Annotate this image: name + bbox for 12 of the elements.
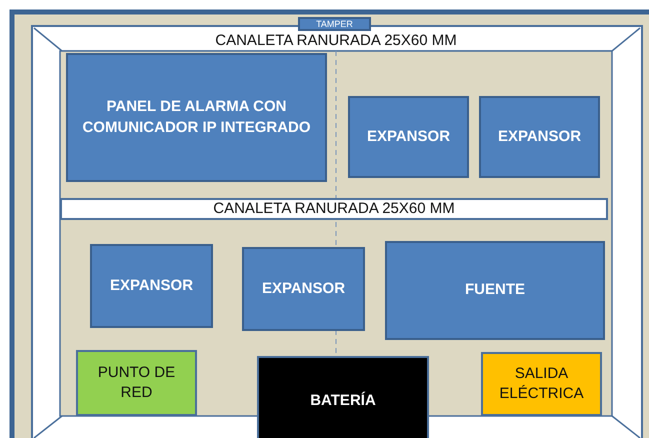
- power-outlet-box: SALIDA ELÉCTRICA: [481, 352, 602, 416]
- network-point-box: PUNTO DE RED: [76, 350, 197, 416]
- expander-box: EXPANSOR: [90, 244, 213, 328]
- cable-duct: CANALETA RANURADA 25X60 MM: [60, 198, 608, 220]
- cable-duct: CANALETA RANURADA 25X60 MM: [62, 31, 610, 51]
- tamper-switch: TAMPER: [298, 17, 371, 31]
- expander-box: EXPANSOR: [348, 96, 469, 178]
- expander-box: EXPANSOR: [479, 96, 600, 178]
- alarm-panel-box: PANEL DE ALARMA CON COMUNICADOR IP INTEGRADO: [66, 53, 327, 182]
- power-supply-box: FUENTE: [385, 241, 605, 340]
- expander-box: EXPANSOR: [242, 247, 365, 331]
- battery-box: BATERÍA: [257, 356, 429, 438]
